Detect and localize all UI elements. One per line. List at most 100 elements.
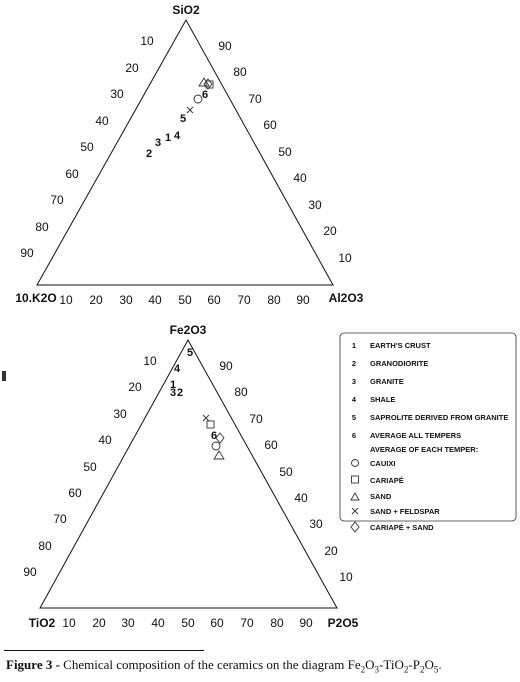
square-marker-icon [205,80,214,89]
tick-right-2: 30 [309,517,323,531]
tick-right-1: 70 [248,92,262,106]
apex-left-2: TiO2 [29,616,56,630]
tick-right-1: 10 [338,251,352,265]
tick-right-1: 20 [323,224,337,238]
legend-label: CARIAPÉ + SAND [370,523,434,532]
tick-right-1: 40 [293,171,307,185]
legend-label: GRANODIORITE [370,359,428,368]
apex-left-1: 10.K2O [15,291,56,305]
tick-bottom-2: 80 [270,616,284,630]
point-label-2: 4 [174,363,181,375]
tick-right-1: 80 [233,65,247,79]
figure-caption: Figure 3 - Chemical composition of the c… [6,657,518,675]
legend-label: CARIAPÉ [370,476,404,485]
tick-right-1: 30 [308,198,322,212]
tick-bottom-1: 20 [89,293,103,307]
cross-marker-icon [202,414,210,422]
legend-label: EARTH'S CRUST [370,341,431,350]
ternary-figure: SiO2 10.K2O Al2O3 10 20 30 40 50 60 70 8… [15,3,517,630]
legend-label: SHALE [370,395,395,404]
tick-left-2: 40 [98,433,112,447]
tick-bottom-2: 60 [210,616,224,630]
square-legend-icon [351,475,359,484]
cross-legend-icon [351,507,359,515]
circle-legend-icon [351,459,359,467]
tick-left-2: 80 [38,539,52,553]
point-label-1: 1 [165,132,171,144]
tick-bottom-1: 30 [119,293,133,307]
tick-bottom-1: 10 [59,293,73,307]
tick-left-1: 10 [140,34,154,48]
tick-left-2: 30 [113,407,127,421]
tick-left-1: 90 [20,246,34,260]
legend-subtitle: AVERAGE OF EACH TEMPER: [370,445,478,454]
tick-right-2: 80 [234,385,248,399]
legend: 1 EARTH'S CRUST 2 GRANODIORITE 3 GRANITE… [339,332,517,533]
cross-marker-icon [186,106,194,114]
tick-bottom-2: 20 [92,616,106,630]
apex-right-2: P2O5 [328,616,359,630]
tick-right-1: 50 [278,145,292,159]
tick-left-1: 70 [50,193,64,207]
tick-left-1: 80 [35,220,49,234]
caption-formula: Fe2O3-TiO2-P2O5. [347,657,442,675]
tick-right-2: 20 [324,544,338,558]
caption-text: Chemical composition of the ceramics on … [59,657,348,672]
tick-right-1: 90 [218,39,232,53]
tick-right-2: 60 [264,438,278,452]
diamond-marker-icon [215,432,225,444]
legend-number: 1 [352,341,356,350]
tick-right-2: 90 [219,359,233,373]
tick-bottom-1: 50 [178,293,192,307]
point-label-2: 2 [177,387,183,399]
tick-bottom-1: 90 [296,293,310,307]
tick-left-1: 20 [125,61,139,75]
caption-label: Figure 3 - [6,657,60,672]
legend-number: 5 [352,413,356,422]
caption-rule [4,650,204,651]
tick-bottom-1: 80 [267,293,281,307]
legend-number: 3 [352,377,356,386]
tick-left-2: 10 [143,354,157,368]
circle-marker-icon [211,441,221,451]
page-edge-marker [2,371,6,381]
apex-top-2: Fe2O3 [170,323,207,337]
point-label-1: 3 [155,137,161,149]
tick-bottom-2: 90 [299,616,313,630]
tick-left-1: 40 [95,114,109,128]
apex-right-1: Al2O3 [329,291,364,305]
point-label-1: 5 [180,113,186,125]
legend-label: CAUIXI [370,459,395,468]
ternary-diagram-1: SiO2 10.K2O Al2O3 10 20 30 40 50 60 70 8… [15,3,363,307]
triangle-marker-icon [198,77,210,87]
tick-right-2: 40 [294,491,308,505]
legend-label: AVERAGE ALL TEMPERS [370,431,461,440]
legend-number: 6 [352,431,356,440]
legend-label: SAND [370,492,392,501]
circle-marker-icon [193,94,203,104]
apex-top-1: SiO2 [172,3,200,17]
tick-left-1: 30 [110,87,124,101]
triangle-outline-2 [39,338,338,609]
tick-bottom-1: 70 [237,293,251,307]
legend-number: 4 [352,395,357,404]
tick-left-2: 90 [23,565,37,579]
triangle-outline-1 [36,18,334,286]
point-label-2: 6 [211,430,217,442]
point-label-2: 1 [170,379,176,391]
diamond-legend-icon [350,521,360,533]
point-label-1: 2 [146,148,152,160]
tick-bottom-2: 70 [240,616,254,630]
point-label-2: 3 [170,387,176,399]
tick-left-1: 60 [65,167,79,181]
legend-label: SAND + FELDSPAR [370,507,440,516]
triangle-legend-icon [350,492,360,501]
tick-bottom-2: 30 [121,616,135,630]
point-label-1: 6 [202,89,208,101]
tick-right-2: 50 [279,465,293,479]
triangle-marker-icon [213,450,225,460]
tick-left-2: 50 [83,460,97,474]
tick-left-2: 20 [128,380,142,394]
tick-left-2: 70 [53,512,67,526]
legend-label: GRANITE [370,377,404,386]
